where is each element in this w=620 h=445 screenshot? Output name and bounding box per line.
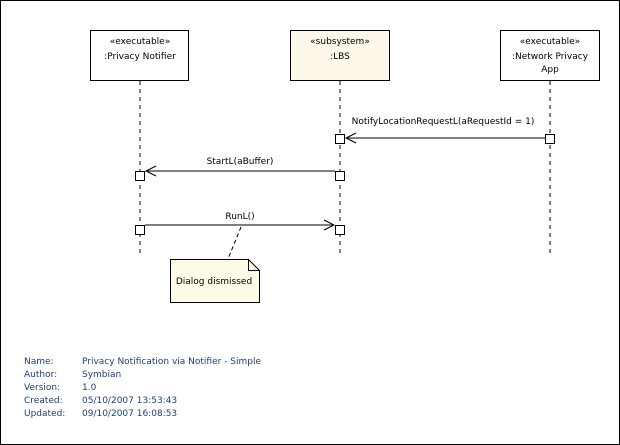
metadata-key: Version: [24, 383, 61, 393]
note-anchor-line [227, 226, 242, 260]
metadata-key: Created: [24, 396, 63, 406]
lifeline-stereotype: «executable» [520, 37, 580, 47]
metadata-value: Symbian [82, 370, 122, 380]
metadata-key: Author: [24, 370, 58, 380]
arrowhead-icon [144, 165, 157, 177]
metadata-key: Name: [24, 357, 54, 367]
activation-box [335, 225, 345, 235]
metadata-value: Privacy Notification via Notifier - Simp… [82, 357, 262, 367]
note-dialog-dismissed[interactable]: Dialog dismissed [170, 226, 260, 303]
message-runl[interactable]: RunL() [135, 212, 345, 235]
lifeline-stereotype: «subsystem» [310, 37, 370, 47]
message-label: RunL() [225, 212, 254, 222]
activation-box [335, 171, 345, 181]
metadata-value: 05/10/2007 13:53:43 [82, 396, 178, 406]
lifeline-name: :LBS [330, 52, 350, 62]
activation-box [335, 134, 345, 144]
lifeline-network-privacy-app[interactable]: «executable» :Network Privacy App [500, 30, 600, 256]
lifeline-name: :Network Privacy [512, 52, 589, 62]
message-label: StartL(aBuffer) [207, 157, 274, 167]
activation-box [135, 171, 145, 181]
note-text: Dialog dismissed [176, 277, 252, 287]
lifeline-name: :Privacy Notifier [104, 52, 176, 62]
activation-box [545, 134, 555, 144]
lifeline-box[interactable] [290, 30, 390, 81]
arrowhead-icon [323, 219, 336, 231]
note-box[interactable] [170, 259, 260, 303]
lifeline-box[interactable] [90, 30, 189, 81]
lifeline-privacy-notifier[interactable]: «executable» :Privacy Notifier [90, 30, 189, 256]
note-fold-icon [248, 259, 260, 271]
activation-box [135, 225, 145, 235]
lifeline-box[interactable] [500, 30, 600, 81]
metadata-value: 1.0 [82, 383, 97, 393]
metadata-key: Updated: [24, 409, 66, 419]
message-notify-location-request[interactable]: NotifyLocationRequestL(aRequestId = 1) [335, 117, 555, 144]
lifeline-name-line2: App [541, 65, 559, 75]
message-startl[interactable]: StartL(aBuffer) [135, 157, 345, 181]
message-label: NotifyLocationRequestL(aRequestId = 1) [352, 117, 535, 127]
lifeline-stereotype: «executable» [110, 37, 170, 47]
arrowhead-icon [344, 132, 357, 144]
metadata-value: 09/10/2007 16:08:53 [82, 409, 178, 419]
